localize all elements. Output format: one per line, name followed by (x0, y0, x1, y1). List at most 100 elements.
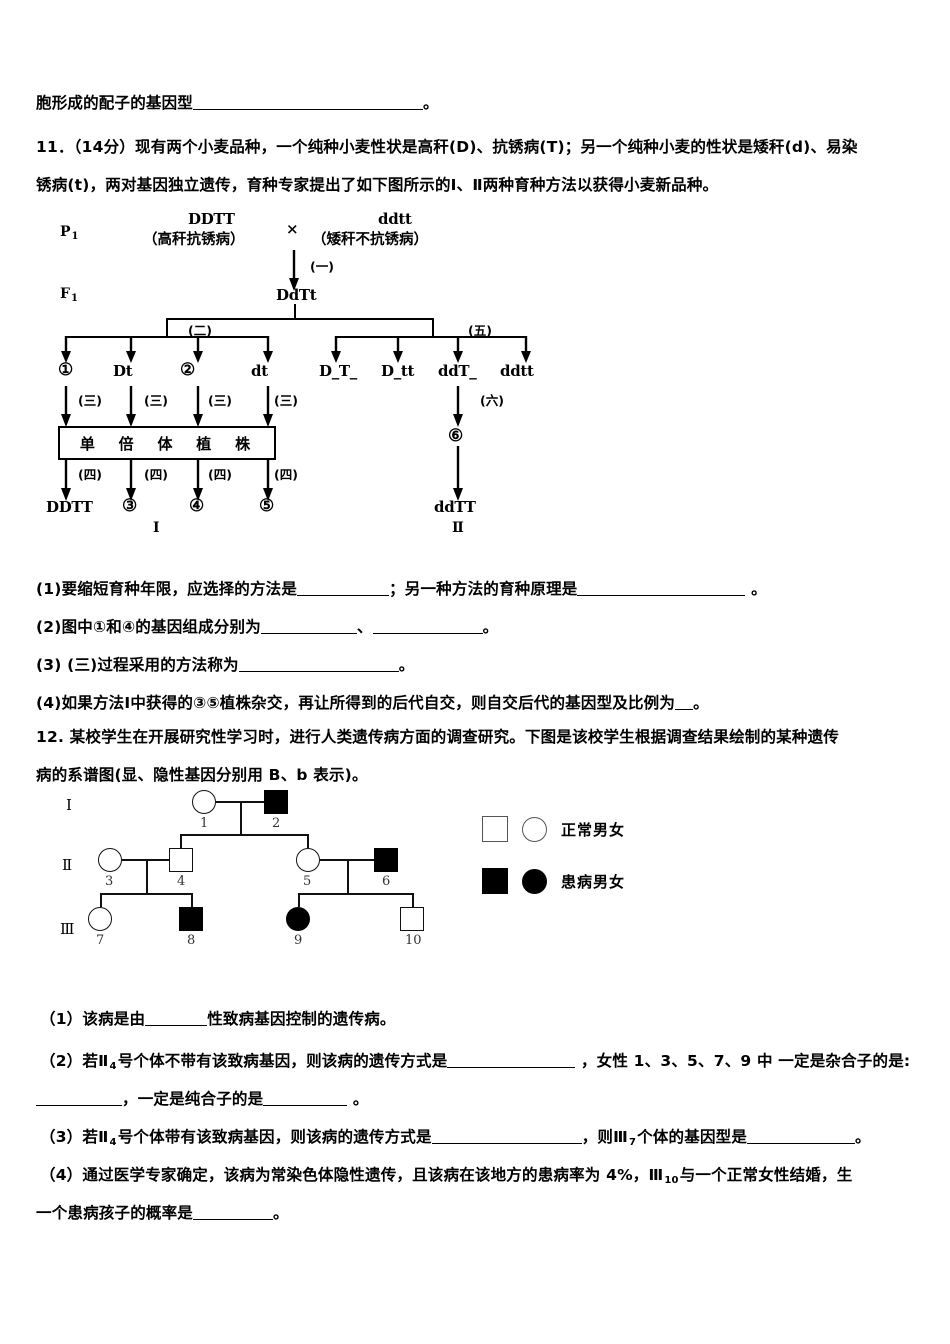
q11-sub-3-blank-1[interactable] (238, 671, 399, 672)
individual-II-5[interactable] (296, 848, 320, 872)
q11-sub-4-t1: 如果方法Ⅰ中获得的③⑤植株杂交，再让所得到的后代自交，则自交后代的基因型及比例为 (61, 694, 676, 712)
legend-normal-male-icon (482, 816, 508, 842)
step-six-label: (六) (480, 393, 504, 408)
individual-id-7: 7 (96, 933, 105, 948)
parent-right-genotype: ddtt (378, 210, 412, 228)
q11-sub-2: (2)图中①和④的基因组成分别为、。 (36, 608, 498, 646)
q12-sub-3-t4: 个体的基因型是 (637, 1128, 748, 1146)
haploid-char-1: 单 (79, 434, 99, 453)
q12-sub-3-t5: 。 (855, 1128, 871, 1146)
q11-sub-2-blank-2[interactable] (372, 633, 483, 634)
method2-marker: ⑥ (448, 426, 464, 446)
q12-sub-3-t2: 号个体带有该致病基因，则该病的遗传方式是 (117, 1128, 432, 1146)
sibship-bus-I (180, 834, 308, 836)
individual-id-3: 3 (105, 874, 114, 889)
lead-line-blank[interactable] (193, 109, 424, 110)
legend-normal-female-icon (522, 816, 547, 842)
gamete-3: ② (180, 360, 196, 380)
step-three-label-2: (三) (144, 393, 168, 408)
f1-stub (294, 304, 297, 320)
haploid-char-4: 植 (196, 434, 216, 453)
bus-left-top (166, 318, 296, 321)
f2-genotype-2: D_tt (381, 362, 415, 380)
step-three-label-4: (三) (274, 393, 298, 408)
method1-product-3: ④ (189, 496, 205, 516)
q12-sub-2-blank-2[interactable] (36, 1105, 122, 1106)
legend-affected-male-icon (482, 868, 508, 894)
individual-id-5: 5 (303, 874, 312, 889)
cross-symbol: × (286, 220, 299, 238)
q12-sub-4-line2: 一个患病孩子的概率是。 (36, 1194, 289, 1232)
q12-body-1: 某校学生在开展研究性学习时，进行人类遗传病方面的调查研究。下图是该校学生根据调查… (69, 728, 839, 746)
individual-id-9: 9 (294, 933, 303, 948)
bus-right-top (294, 318, 434, 321)
sibship-drop-II-right (347, 859, 349, 893)
individual-II-3[interactable] (98, 848, 122, 872)
individual-II-4[interactable] (169, 848, 193, 872)
individual-III-10[interactable] (400, 907, 424, 931)
method1-label: Ⅰ (153, 520, 160, 536)
q11-sub-2-t1: 图中①和④的基因组成分别为 (61, 618, 261, 636)
q12-sub-2-sub1: 4 (109, 1061, 117, 1072)
individual-id-4: 4 (177, 874, 186, 889)
generation-label-3: Ⅲ (60, 920, 75, 938)
q12-sub-2-blank-1[interactable] (447, 1067, 576, 1068)
sibship-tick-III-9 (298, 893, 300, 907)
individual-id-10: 10 (405, 933, 422, 948)
q11-sub-3: (3) (三)过程采用的方法称为。 (36, 646, 414, 684)
q11-sub-1-blank-2[interactable] (577, 595, 746, 596)
gamete-2: Dt (113, 362, 133, 380)
generation-label-1: Ⅰ (66, 796, 72, 814)
q11-sub-2-blank-1[interactable] (260, 633, 357, 634)
q12-sub-3-label: （3） (40, 1128, 83, 1146)
step-four-arrows (61, 460, 273, 501)
individual-III-8[interactable] (179, 907, 203, 931)
q12-sub-3-t1: 若Ⅱ (82, 1128, 109, 1146)
q12-sub-1-label: （1） (40, 1010, 83, 1028)
individual-III-7[interactable] (88, 907, 112, 931)
pedigree-chart: Ⅰ Ⅱ Ⅲ 1 2 3 4 5 6 (60, 780, 720, 970)
haploid-char-2: 倍 (118, 434, 138, 453)
q11-sub-3-label: (3) (36, 656, 62, 674)
parent-left-phenotype: （高秆抗锈病） (143, 232, 245, 248)
q12-sub-4-blank-1[interactable] (193, 1219, 274, 1220)
generation-label-2: Ⅱ (62, 856, 73, 874)
q12-sub-2-t5: 。 (347, 1090, 369, 1108)
q11-sub-1: (1)要缩短育种年限，应选择的方法是；另一种方法的育种原理是 。 (36, 570, 767, 608)
parent-right-phenotype: （矮秆不抗锈病） (312, 232, 428, 248)
q12-sub-2-blank-3[interactable] (263, 1105, 348, 1106)
q12-sub-1-blank-1[interactable] (145, 1025, 208, 1026)
method2-arrow (453, 446, 463, 501)
stage-label-p1: P1 (60, 224, 79, 242)
q12-sub-3-blank-1[interactable] (431, 1143, 582, 1144)
gamete-4: dt (251, 362, 268, 380)
q12-sub-1-t2: 性致病基因控制的遗传病。 (207, 1010, 396, 1028)
q11-sub-1-t2: ；另一种方法的育种原理是 (389, 580, 578, 598)
step-five-label: (五) (468, 323, 492, 338)
q12-sub-4-sub1: 10 (664, 1175, 679, 1186)
sibship-tick-II-5 (307, 834, 309, 848)
q11-sub-1-label: (1) (36, 580, 62, 598)
individual-III-9[interactable] (286, 907, 310, 931)
method2-label: Ⅱ (452, 520, 464, 536)
q12-sub-2-t3: ，女性 1、3、5、7、9 中 一定是杂合子的是: (575, 1052, 911, 1070)
stage-label-f1: F1 (60, 286, 78, 304)
haploid-plant-box: 单 倍 体 植 株 (58, 426, 276, 460)
individual-I-2[interactable] (264, 790, 288, 814)
step-four-label-2: (四) (144, 467, 168, 482)
individual-II-6[interactable] (374, 848, 398, 872)
method2-product: ddTT (434, 498, 476, 516)
q11-sub-4-blank-1[interactable] (675, 709, 694, 710)
q11-body-2: 锈病(t)，两对基因独立遗传，育种专家提出了如下图所示的Ⅰ、Ⅱ两种育种方法以获得… (36, 176, 719, 194)
f2-genotype-1: D_T_ (319, 362, 357, 380)
legend-row-affected: 患病男女 (482, 868, 625, 894)
sibship-tick-II-4 (180, 834, 182, 848)
individual-id-1: 1 (200, 816, 209, 831)
q12-sub-3-blank-2[interactable] (747, 1143, 856, 1144)
q11-sub-1-t1: 要缩短育种年限，应选择的方法是 (61, 580, 298, 598)
sibship-tick-III-7 (100, 893, 102, 907)
method1-product-2: ③ (122, 496, 138, 516)
sibship-drop-I (240, 801, 242, 834)
individual-I-1[interactable] (192, 790, 216, 814)
q11-sub-1-blank-1[interactable] (297, 595, 390, 596)
